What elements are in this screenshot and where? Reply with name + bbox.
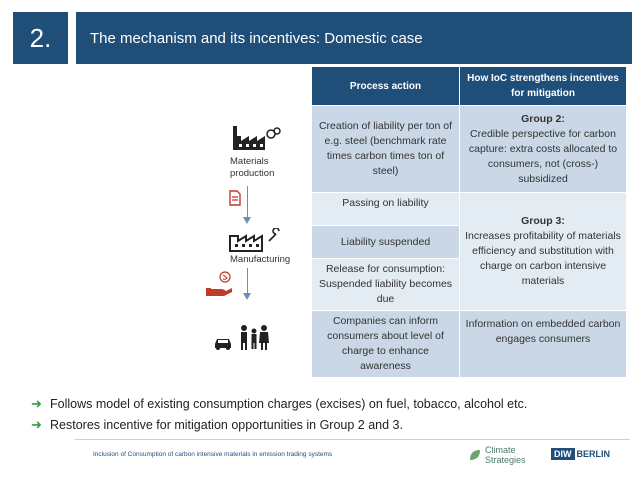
manufacturing-label: Manufacturing — [230, 254, 291, 265]
car-icon — [215, 339, 231, 350]
group3-cell: Group 3: Increases profitability of mate… — [459, 192, 627, 311]
row2-action: Passing on liability — [311, 192, 460, 226]
bullet-text-1: Follows model of existing consumption ch… — [50, 396, 528, 411]
flow-arrow-1-head — [243, 217, 251, 224]
bullet-text-2: Restores incentive for mitigation opport… — [50, 417, 403, 432]
group3-title: Group 3: — [521, 215, 565, 227]
group2-title: Group 2: — [521, 112, 565, 125]
flow-arrow-2-line — [247, 268, 248, 294]
gears-icon — [266, 127, 281, 139]
table-row: Creation of liability per ton of e.g. st… — [311, 105, 627, 193]
footer-divider — [75, 439, 630, 440]
arrow-right-icon: ➜ — [31, 416, 42, 432]
table-row: Passing on liability Group 3: Increases … — [311, 192, 627, 311]
climate-strategies-text: Climate Strategies — [485, 445, 526, 465]
table-row: Companies can inform consumers about lev… — [311, 310, 627, 378]
bullet-item: ➜ Restores incentive for mitigation oppo… — [31, 414, 527, 435]
row1-incentive: Group 2: Credible perspective for carbon… — [459, 105, 627, 193]
flow-arrow-2-head — [243, 293, 251, 300]
group3-text: Increases profitability of materials eff… — [465, 230, 621, 287]
table-row: Release for consumption: Suspended liabi… — [311, 258, 627, 311]
group2-text: Credible perspective for carbon capture:… — [468, 127, 618, 185]
slide-title: The mechanism and its incentives: Domest… — [76, 12, 632, 64]
row5-incentive: Information on embedded carbon engages c… — [459, 310, 627, 378]
slide-title-text: The mechanism and its incentives: Domest… — [90, 29, 423, 47]
materials-label-line1: Materials — [230, 156, 269, 167]
slide-number: 2. — [13, 12, 68, 64]
table-header-row: Process action How IoC strengthens incen… — [311, 66, 627, 106]
footer-caption: Inclusion of Consumption of carbon inten… — [93, 451, 333, 458]
row4-action: Release for consumption: Suspended liabi… — [311, 258, 460, 311]
logo1-line2: Strategies — [485, 455, 526, 465]
leaf-icon — [470, 450, 480, 460]
family-icon — [241, 325, 269, 350]
diw-box: DIW — [551, 448, 575, 460]
materials-production-label: Materials production — [230, 156, 274, 180]
row5-action: Companies can inform consumers about lev… — [311, 310, 460, 378]
flow-arrow-1-line — [247, 186, 248, 218]
climate-strategies-logo: Climate Strategies — [468, 445, 526, 465]
factory-icon — [233, 126, 265, 150]
row1-action: Creation of liability per ton of e.g. st… — [311, 105, 460, 193]
header-incentives: How IoC strengthens incentives for mitig… — [459, 66, 627, 106]
bullet-list: ➜ Follows model of existing consumption … — [31, 393, 527, 435]
diw-berlin-text: BERLIN — [576, 449, 611, 459]
materials-label-line2: production — [230, 168, 275, 179]
factory-icon-2 — [229, 234, 263, 252]
wrench-icon — [268, 228, 280, 242]
process-table: Process action How IoC strengthens incen… — [311, 66, 627, 378]
diw-berlin-logo: DIW BERLIN — [551, 448, 610, 460]
arrow-right-icon: ➜ — [31, 395, 42, 411]
row3-action: Liability suspended — [311, 225, 460, 259]
header-process-action: Process action — [311, 66, 460, 106]
bullet-item: ➜ Follows model of existing consumption … — [31, 393, 527, 414]
logo1-line1: Climate — [485, 445, 516, 455]
document-icon — [229, 190, 241, 206]
money-hand-icon — [206, 271, 232, 296]
